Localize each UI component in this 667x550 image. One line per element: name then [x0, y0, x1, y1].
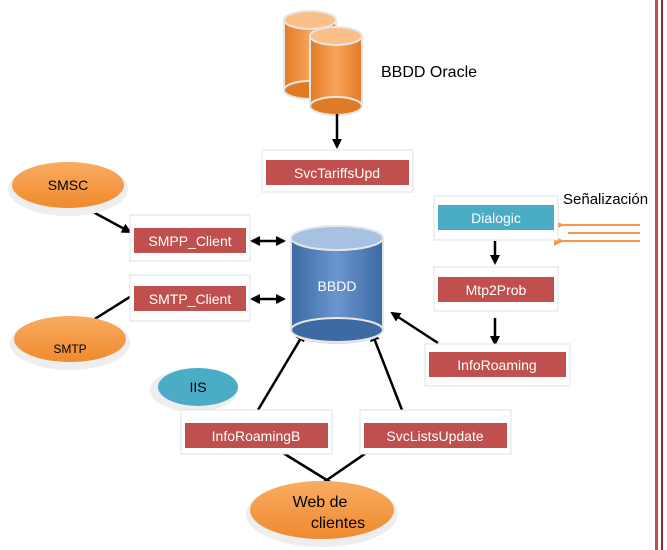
smtp-node: SMTP	[10, 316, 130, 370]
inforoamingb-box: InfoRoamingB	[180, 409, 333, 455]
svclistsupdate-label: SvcListsUpdate	[386, 428, 483, 444]
smsc-label: SMSC	[48, 177, 88, 193]
smtp-client-box: SMTP_Client	[129, 274, 251, 322]
mtp2prob-box: Mtp2Prob	[433, 266, 559, 312]
dialogic-box: Dialogic	[433, 195, 559, 241]
svc-tariffs-upd-box: SvcTariffsUpd	[261, 149, 414, 193]
bbdd-label: BBDD	[318, 278, 357, 294]
mtp2prob-label: Mtp2Prob	[466, 282, 527, 298]
arrow-inforoaming-to-bbdd	[390, 311, 439, 345]
bbdd-oracle-label: BBDD Oracle	[381, 64, 477, 81]
iis-node: IIS	[150, 368, 238, 412]
inforoaming-label: InfoRoaming	[457, 357, 536, 373]
dialogic-label: Dialogic	[471, 210, 521, 226]
web-clientes-label-line1: Web de	[293, 494, 348, 511]
senalizacion-label: Señalización	[563, 191, 648, 208]
smtp-client-label: SMTP_Client	[149, 291, 232, 307]
signal-lines	[554, 220, 640, 246]
web-clientes-label-line2: clientes	[311, 515, 365, 532]
arrow-inforoamingb-to-bbdd	[256, 331, 306, 411]
svc-tariffs-upd-label: SvcTariffsUpd	[294, 165, 380, 181]
arrow-svclists-to-bbdd	[370, 331, 404, 411]
right-frame-border-outer	[655, 0, 658, 550]
inforoamingb-label: InfoRoamingB	[212, 428, 301, 444]
smtp-label: SMTP	[53, 342, 86, 356]
smsc-node: SMSC	[8, 162, 128, 216]
right-frame-border-inner	[661, 0, 663, 550]
inforoaming-box: InfoRoaming	[424, 343, 571, 387]
bbdd-database-icon	[290, 225, 384, 344]
oracle-database-icon	[283, 10, 363, 116]
svclistsupdate-box: SvcListsUpdate	[359, 409, 512, 455]
smpp-client-label: SMPP_Client	[148, 233, 231, 249]
iis-label: IIS	[189, 379, 206, 395]
smpp-client-box: SMPP_Client	[129, 214, 251, 262]
web-clientes-node: Web de clientes	[246, 481, 398, 547]
